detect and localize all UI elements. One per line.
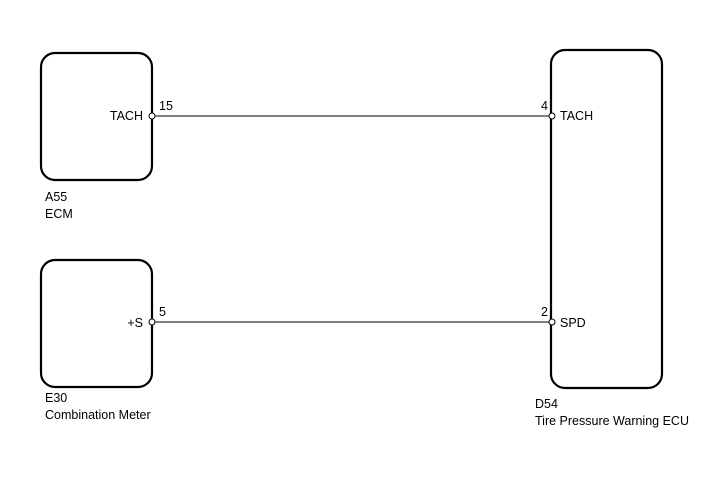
ecm-pin-name: TACH bbox=[109, 109, 143, 123]
tire-pressure-ecu-box bbox=[549, 48, 664, 390]
tpms-name: Tire Pressure Warning ECU bbox=[535, 414, 689, 428]
meter-pin-number: 5 bbox=[159, 305, 166, 319]
meter-pin-name: +S bbox=[127, 316, 143, 330]
tpms-tach-pin-name: TACH bbox=[560, 109, 594, 123]
ecm-tach-terminal bbox=[148, 112, 156, 120]
ecm-pin-number: 15 bbox=[159, 99, 173, 113]
ecm-name: ECM bbox=[45, 207, 73, 221]
tpms-spd-pin-number: 2 bbox=[541, 305, 548, 319]
tpms-spd-terminal bbox=[548, 318, 556, 326]
tpms-spd-pin-name: SPD bbox=[560, 316, 586, 330]
tpms-code: D54 bbox=[535, 397, 558, 411]
meter-name: Combination Meter bbox=[45, 408, 151, 422]
ecm-code: A55 bbox=[45, 190, 68, 204]
meter-s-terminal bbox=[148, 318, 156, 326]
tpms-tach-terminal bbox=[548, 112, 556, 120]
meter-code: E30 bbox=[45, 391, 68, 405]
tpms-tach-pin-number: 4 bbox=[541, 99, 548, 113]
